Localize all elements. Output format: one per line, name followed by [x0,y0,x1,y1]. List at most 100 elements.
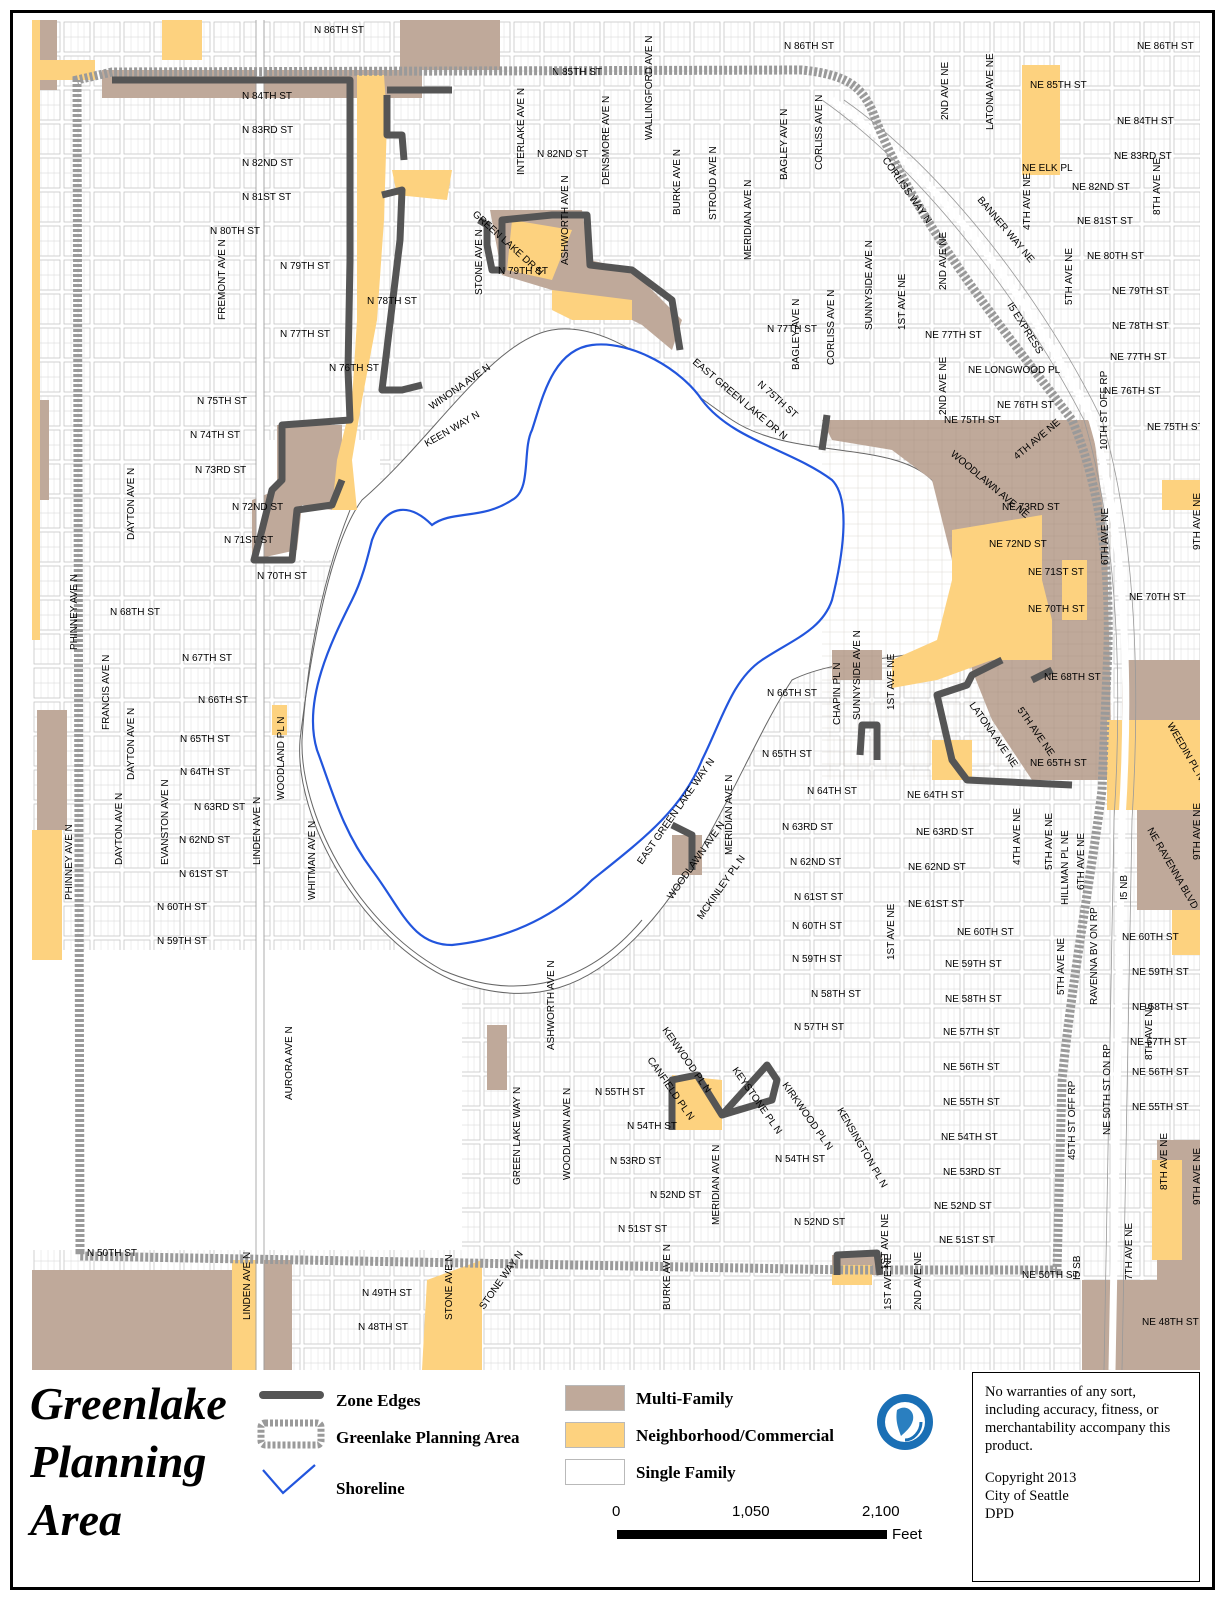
street-label: N 82ND ST [537,149,588,160]
street-label: 8TH AVE NE [1159,1133,1170,1190]
scale-tick-1: 1,050 [732,1503,770,1520]
street-label: N 64TH ST [180,767,230,778]
neighborhood-commercial-swatch [565,1422,625,1448]
street-label: SUNNYSIDE AVE N [864,240,875,330]
street-label: NE 82ND ST [1072,182,1130,193]
street-label: 4TH AVE NE [1012,808,1023,865]
street-label: N 79TH ST [498,266,548,277]
zone-edges [112,76,1073,1276]
street-label: 6TH AVE NE [1076,833,1087,890]
street-label: PHINNEY AVE N [64,824,75,900]
street-label: NE LONGWOOD PL [968,365,1061,376]
street-label: N 68TH ST [110,607,160,618]
street-label: NE 86TH ST [1137,41,1194,52]
title-line-1: Greenlake [30,1378,227,1429]
street-label: N 65TH ST [180,734,230,745]
street-label: CHAPIN PL N [832,663,843,725]
street-label: NE 55TH ST [1132,1102,1189,1113]
street-label: N 71ST ST [224,535,273,546]
street-label: N 59TH ST [792,954,842,965]
street-label: ASHWORTH AVE N [560,175,571,265]
street-label: HILLMAN PL NE [1060,830,1071,905]
title-line-2: Planning [30,1436,207,1487]
disclaimer-box: No warranties of any sort, including acc… [972,1372,1200,1582]
legend-multi-family: Multi-Family [636,1389,734,1408]
scale-tick-2: 2,100 [862,1503,900,1520]
street-label: I5 NB [1119,875,1130,900]
street-label: N 78TH ST [367,296,417,307]
street-label: N 66TH ST [198,695,248,706]
copyright-line-2: City of Seattle [985,1488,1069,1504]
street-label: N 73RD ST [195,465,246,476]
scale-bar [617,1530,887,1539]
street-label: N 52ND ST [794,1217,845,1228]
street-label: 1ST AVE NE [880,1213,891,1270]
street-label: NE 76TH ST [1104,386,1161,397]
street-label: NE 84TH ST [1117,116,1174,127]
street-label: NE 64TH ST [907,790,964,801]
title-line-3: Area [30,1494,122,1545]
copyright-line-3: DPD [985,1506,1015,1522]
street-label: LINDEN AVE N [242,1252,253,1320]
street-label: N 66TH ST [767,688,817,699]
map-frame [10,10,1215,1590]
legend-planning-area: Greenlake Planning Area [336,1428,520,1447]
street-label: WALLINGFORD AVE N [644,36,655,140]
street-label: NE 50TH ST ON RP [1102,1044,1113,1135]
copyright-line-1: Copyright 2013 [985,1470,1077,1486]
scale-tick-0: 0 [612,1503,621,1520]
street-label: NE 80TH ST [1087,251,1144,262]
street-label: WOODLAND PL N [276,716,287,800]
street-label: WOODLAWN AVE N [562,1088,573,1180]
shoreline-symbol [262,1464,316,1495]
street-label: NE 83RD ST [1114,151,1172,162]
street-label: 4TH AVE NE [1022,173,1033,230]
street-label: MERIDIAN AVE N [711,1145,722,1225]
street-label: NE 60TH ST [957,927,1014,938]
street-label: N 77TH ST [767,324,817,335]
street-label: N 70TH ST [257,571,307,582]
multi-family-swatch [565,1385,625,1411]
street-label: NE 65TH ST [1030,758,1087,769]
street-label: NE 73RD ST [1002,502,1060,513]
street-label: N 86TH ST [314,25,364,36]
street-label: N 84TH ST [242,91,292,102]
street-label: BAGLEY AVE N [779,109,790,180]
street-label: N 82ND ST [242,158,293,169]
street-label: N 49TH ST [362,1288,412,1299]
street-label: N 72ND ST [232,502,283,513]
street-label: NE 59TH ST [945,959,1002,970]
street-label: 2ND AVE NE [913,1252,924,1310]
street-label: N 80TH ST [210,226,260,237]
street-label: N 85TH ST [552,67,602,78]
street-label: 6TH AVE NE [1100,508,1111,565]
street-label: INTERLAKE AVE N [516,88,527,175]
street-label: NE 50TH ST [1022,1270,1079,1281]
street-label: BURKE AVE N [662,1244,673,1310]
street-label: RAVENNA BV ON RP [1089,907,1100,1005]
street-label: N 77TH ST [280,329,330,340]
street-label: BURKE AVE N [672,149,683,215]
street-label: N 65TH ST [762,749,812,760]
street-label: NE 58TH ST [945,994,1002,1005]
planning-area-symbol [257,1419,325,1449]
street-label: 5TH AVE NE [1044,813,1055,870]
street-label: 1ST AVE NE [886,903,897,960]
street-label: N 64TH ST [807,786,857,797]
street-label: 5TH AVE NE [1064,248,1075,305]
street-label: N 58TH ST [811,989,861,1000]
street-label: NE 52ND ST [934,1201,992,1212]
street-label: ASHWORTH AVE N [546,960,557,1050]
street-label: 9TH AVE NE [1192,803,1200,860]
street-label: 2ND AVE NE [938,357,949,415]
street-label: N 74TH ST [190,430,240,441]
street-label: SUNNYSIDE AVE N [852,630,863,720]
street-label: I5 SB [1072,1255,1083,1280]
street-label: NE 60TH ST [1122,932,1179,943]
street-label: NE 78TH ST [1112,321,1169,332]
street-label: DENSMORE AVE N [601,96,612,185]
street-label: DAYTON AVE N [114,793,125,865]
street-label: NE 76TH ST [997,400,1054,411]
street-label: NE 58TH ST [1132,1002,1189,1013]
